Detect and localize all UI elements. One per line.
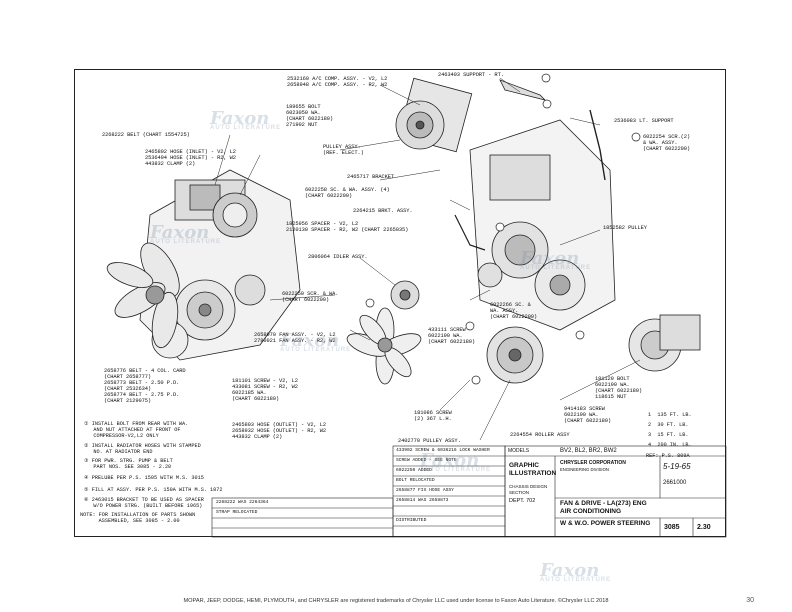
company-division: ENGINEERING DIVISION: [560, 467, 609, 472]
engine-right: [469, 119, 616, 331]
revision-row: 6022250 ADDED: [396, 468, 432, 473]
drawing-sheet: [74, 69, 726, 537]
callout-pulley-2402770: 2402770 PULLEY ASSY.: [398, 438, 461, 444]
note-5: ⑤ FILL AT ASSY. PER P.S. 150A WITH M.S. …: [84, 487, 223, 493]
callout-bracket: 2465717 BRACKET: [347, 174, 395, 180]
callout-support-lt: 2536083 LT. SUPPORT: [614, 118, 674, 124]
callout-spacer: 1825956 SPACER - V2, L2 2120130 SPACER -…: [286, 221, 409, 233]
models-label: MODELS: [508, 448, 530, 454]
note-4: ④ PRELUBE PER P.S. 1505 WITH M.S. 3015: [84, 475, 204, 481]
revision-row: 2268222 WAS 2264364: [216, 500, 269, 505]
drawing-title-3: W & W.O. POWER STEERING: [560, 520, 651, 527]
revision-row: BOLT RELOCATED: [396, 478, 435, 483]
revision-row: 2658877 FIX HOSE ASSY: [396, 488, 454, 493]
pulley-assy: [486, 326, 544, 384]
callout-screw-433111: 433111 SCREW 6022190 WA. (CHART 6022180): [428, 327, 476, 345]
idler-assy: [390, 262, 503, 310]
callout-idler: 2806064 IDLER ASSY.: [308, 254, 368, 260]
callout-pulley: 1852582 PULLEY: [603, 225, 647, 231]
copyright-footer: MOPAR, JEEP, DODGE, HEMI, PLYMOUTH, and …: [183, 598, 609, 604]
chassis-design-label: CHASSIS DESIGN: [509, 484, 548, 489]
revision-row: STRAP RELOCATED: [216, 510, 258, 515]
callout-scr-wa-2: 6022250 SCR. & WA. (CHART 6022200): [282, 291, 339, 303]
engine-left: [139, 169, 301, 361]
callout-fan-assy: 2658970 FAN ASSY. - V2, L2 2780921 FAN A…: [254, 332, 336, 344]
callout-belt: 2268222 BELT (CHART 1554725): [102, 132, 190, 138]
title-block-grid: [211, 445, 727, 538]
callout-brkt-assy: 2264215 BRKT. ASSY.: [353, 208, 413, 214]
callout-support-rt: 2463403 SUPPORT - RT.: [438, 72, 504, 78]
company-name: CHRYSLER CORPORATION: [560, 460, 626, 466]
drawing-date: 5-19-65: [663, 462, 691, 471]
callout-hose-outlet: 2465803 HOSE (OUTLET) - V2, L2 2658932 H…: [232, 422, 327, 440]
page-number-sheet: 2.30: [697, 524, 711, 531]
callout-bolt-nut: 189655 BOLT 6023050 WA. (CHART 6022180) …: [286, 104, 334, 128]
fan-center: [346, 307, 422, 385]
section-label: SECTION: [509, 490, 530, 495]
page-number: 30: [746, 597, 754, 604]
revision-row: 2658814 WAS 2658873: [396, 498, 449, 503]
callout-ac-comp: 2532160 A/C COMP. ASSY. - V2, L2 2658948…: [287, 76, 388, 88]
ref-spec: REF: P.S. 809A: [646, 453, 690, 459]
callout-pulley-assy: PULLEY ASSY. (REF. ELECT.): [323, 144, 364, 156]
note-installation: NOTE: FOR INSTALLATION OF PARTS SHOWN AS…: [80, 512, 196, 524]
callout-sc-wa-6: 6022266 SC. & WA. ASSY. (CHART 6022200): [490, 302, 538, 320]
revision-row: SCREW ADDED - SEE NOTE: [396, 458, 457, 463]
torque-spec-2: 2 30 FT. LB.: [648, 422, 689, 428]
callout-bolt-181129: 181129 BOLT 6022190 WA. (CHART 6022180) …: [595, 376, 643, 400]
callout-sc-wa-assy: 6022258 SC. & WA. ASSY. (4) (CHART 60222…: [305, 187, 390, 199]
graphic-label: GRAPHIC: [509, 462, 539, 469]
callout-screw-9414183: 9414183 SCREW 6022190 WA. (CHART 6022180…: [564, 406, 612, 424]
drawing-number: 2661000: [663, 480, 687, 486]
torque-spec-3: 3 15 FT. LB.: [648, 432, 689, 438]
power-steering-pump: [628, 314, 701, 372]
drawing-title-2: AIR CONDITIONING: [560, 508, 622, 515]
models-value: BV2, BL2, BR2, BW2: [560, 448, 617, 454]
note-1: ① INSTALL BOLT FROM REAR WITH WA. AND NU…: [84, 421, 189, 439]
callout-screw-181101: 181101 SCREW - V2, L2 433081 SCREW - R2,…: [232, 378, 298, 402]
torque-spec-1: 1 135 FT. LB.: [648, 412, 692, 418]
drawing-title-1: FAN & DRIVE - LA(273) ENG: [560, 500, 647, 507]
callout-screw-wa: 6022254 SCR.(2) & WA. ASSY. (CHART 60222…: [643, 134, 691, 152]
illustration-label: ILLUSTRATION: [509, 470, 557, 477]
note-6: ⑥ 2463015 BRACKET TO BE USED AS SPACER W…: [84, 497, 204, 509]
ac-compressor: [395, 77, 473, 153]
torque-spec-4: 4 200 IN. LB.: [648, 442, 692, 448]
callout-roller: 2264554 ROLLER ASSY: [510, 432, 570, 438]
section-number: 3085: [664, 524, 680, 531]
revision-row: 433902 SCREW & 6036216 LOCK WASHER: [396, 448, 490, 453]
callout-hose-inlet: 2465802 HOSE (INLET) - V2, L2 2536494 HO…: [145, 149, 236, 167]
fan-left: [106, 242, 180, 349]
revision-row: DISTRIBUTED: [396, 518, 427, 523]
callout-belt-cord: 2658776 BELT - 4 COL. CARD (CHART 265877…: [104, 368, 186, 404]
dept-label: DEPT. 702: [509, 498, 536, 504]
note-3: ③ FOR PWR. STRG. PUMP & BELT PART NOS. S…: [84, 458, 173, 470]
callout-screw-181086: 181086 SCREW (2) 367 L.H.: [414, 410, 452, 422]
note-2: ② INSTALL RADIATOR HOSES WITH STAMPED NO…: [84, 443, 201, 455]
